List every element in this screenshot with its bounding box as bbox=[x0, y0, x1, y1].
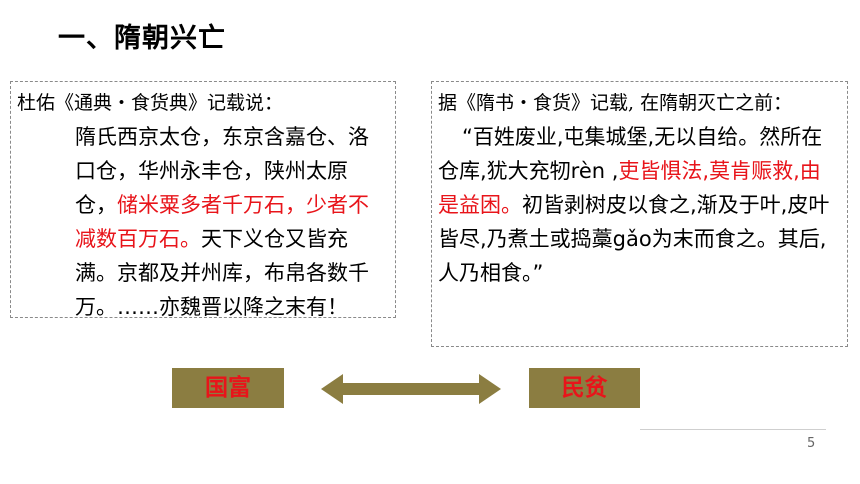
label-rich-state: 国富 bbox=[172, 368, 284, 408]
left-quote-intro: 杜佑《通典・食货典》记载说： bbox=[17, 92, 284, 114]
right-quote-text-1: “百姓废业,屯集城堡,无以自给。然所在仓库,犹大充牣rèn , bbox=[438, 125, 823, 183]
left-quote-text-2: 天下义仓又皆充满。京都及并州库，布帛各数千万。……亦魏晋以降之末有！ bbox=[75, 227, 369, 319]
left-quote-body: 隋氏西京太仓，东京含嘉仓、洛口仓，华州永丰仓，陕州太原仓，储米粟多者千万石，少者… bbox=[17, 120, 389, 324]
right-quote-highlight: 吏皆惧法,莫肯赈救,由是益困。 bbox=[438, 159, 821, 217]
left-quote-text-1: 隋氏西京太仓，东京含嘉仓、洛口仓，华州永丰仓，陕州太原仓， bbox=[75, 125, 369, 217]
footer-divider bbox=[640, 429, 826, 430]
page-number: 5 bbox=[807, 436, 816, 451]
label-poor-people: 民贫 bbox=[529, 368, 640, 408]
double-arrow-icon bbox=[321, 374, 501, 404]
left-quote-highlight: 储米粟多者千万石，少者不减数百万石。 bbox=[75, 193, 369, 251]
left-quote-box: 杜佑《通典・食货典》记载说： 隋氏西京太仓，东京含嘉仓、洛口仓，华州永丰仓，陕州… bbox=[10, 81, 396, 319]
right-quote-body: “百姓废业,屯集城堡,无以自给。然所在仓库,犹大充牣rèn ,吏皆惧法,莫肯赈救… bbox=[438, 120, 841, 290]
right-quote-box: 据《隋书・食货》记载, 在隋朝灭亡之前： “百姓废业,屯集城堡,无以自给。然所在… bbox=[431, 81, 848, 347]
right-quote-text-2: 初皆剥树皮以食之,渐及于叶,皮叶皆尽,乃煮土或捣藁gǎo为末而食之。其后,人乃相… bbox=[438, 193, 830, 285]
slide-title: 一、隋朝兴亡 bbox=[58, 23, 226, 54]
right-quote-intro: 据《隋书・食货》记载, 在隋朝灭亡之前： bbox=[438, 92, 793, 114]
